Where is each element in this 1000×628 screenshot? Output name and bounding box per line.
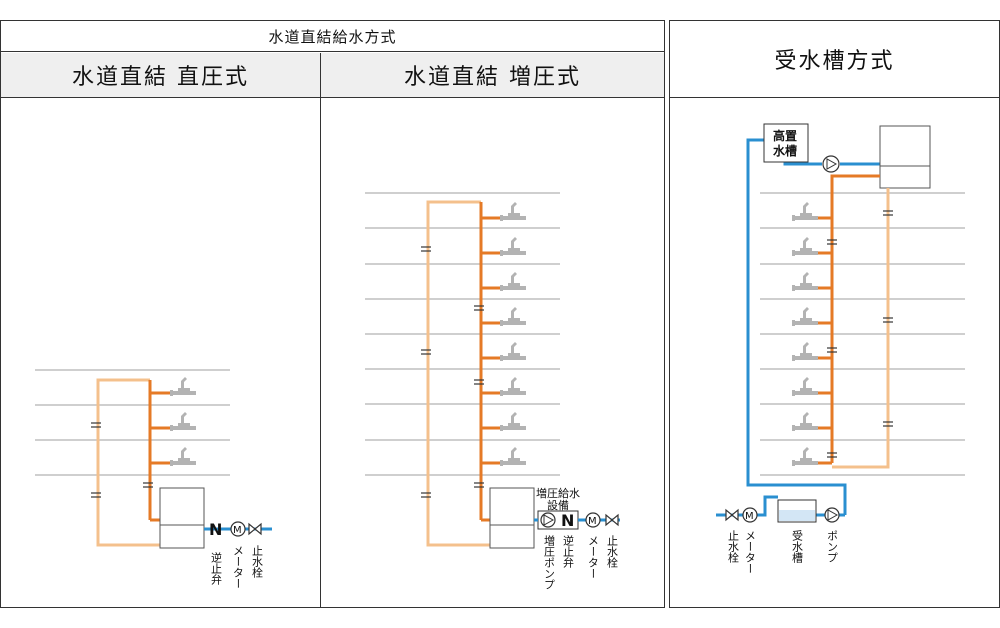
direct-light-riser (96, 378, 160, 547)
faucet-icon (500, 237, 526, 256)
direct-pressure-title: 水道直結 直圧式 (1, 53, 321, 98)
stop-valve-label: 止水栓 (251, 545, 264, 579)
faucet-icon (792, 447, 818, 466)
group-title: 水道直結給水方式 (1, 21, 664, 52)
direct-system-panel (0, 20, 665, 608)
faucet-icon (500, 307, 526, 326)
receiving-tank-label: 受水槽 (791, 530, 804, 564)
check-valve-label: 逆止弁 (562, 534, 575, 568)
stop-valve-label: 止水栓 (606, 535, 619, 569)
elevated-tank-label-2: 水槽 (773, 143, 797, 158)
faucet-icon (792, 202, 818, 221)
svg-text:M: M (233, 525, 242, 536)
svg-text:M: M (745, 511, 754, 522)
faucet-icon (792, 307, 818, 326)
faucet-icon (500, 412, 526, 431)
booster-building-unit (489, 487, 535, 549)
meter-icon (742, 507, 758, 523)
faucet-icon (170, 412, 196, 431)
tank-dark-riser (830, 174, 880, 463)
faucet-icon (170, 447, 196, 466)
panel-divider (320, 98, 321, 608)
meter-label: メーター (232, 545, 245, 589)
meter-icon (585, 512, 601, 528)
meter-label: メーター (744, 530, 757, 574)
faucet-icon (792, 342, 818, 361)
meter-icon (230, 521, 246, 537)
tank-main-pipe (746, 138, 847, 515)
tank-light-riser (832, 188, 890, 469)
faucet-icon (792, 272, 818, 291)
direct-dark-riser (148, 380, 172, 522)
stop-valve-icon (248, 522, 262, 536)
pump-label: ポンプ (826, 530, 839, 563)
roof-unit (879, 125, 931, 189)
booster-floor-lines (365, 192, 560, 476)
receiving-tank-title: 受水槽方式 (670, 21, 999, 98)
direct-faucets (170, 377, 196, 466)
booster-pump-label: 増圧ポンプ (543, 535, 556, 590)
meter-label: メーター (587, 535, 600, 579)
tank-floor-lines (760, 192, 965, 476)
direct-floor-lines (35, 369, 230, 476)
faucet-icon (500, 272, 526, 291)
elevated-tank-label-1: 高置 (773, 128, 797, 143)
check-valve-symbol: N (561, 511, 574, 530)
faucet-icon (792, 237, 818, 256)
svg-text:M: M (588, 516, 597, 527)
stop-valve-icon (725, 508, 739, 522)
booster-equipment-label-1: 増圧給水 (536, 486, 580, 500)
faucet-icon (170, 377, 196, 396)
stop-valve-label: 止水栓 (727, 530, 740, 564)
booster-equipment-label-2: 設備 (547, 498, 569, 512)
stop-valve-icon (605, 513, 619, 527)
booster-light-riser (426, 200, 490, 547)
faucet-icon (500, 447, 526, 466)
check-valve-label: 逆止弁 (210, 551, 223, 585)
booster-title: 水道直結 増圧式 (321, 53, 664, 98)
faucet-icon (792, 412, 818, 431)
faucet-icon (792, 377, 818, 396)
booster-dark-riser (479, 202, 502, 522)
elevated-tank (763, 123, 809, 163)
direct-building-unit (159, 487, 205, 549)
faucet-icon (500, 202, 526, 221)
faucet-icon (500, 377, 526, 396)
check-valve-symbol: N (209, 520, 222, 539)
faucet-icon (500, 342, 526, 361)
